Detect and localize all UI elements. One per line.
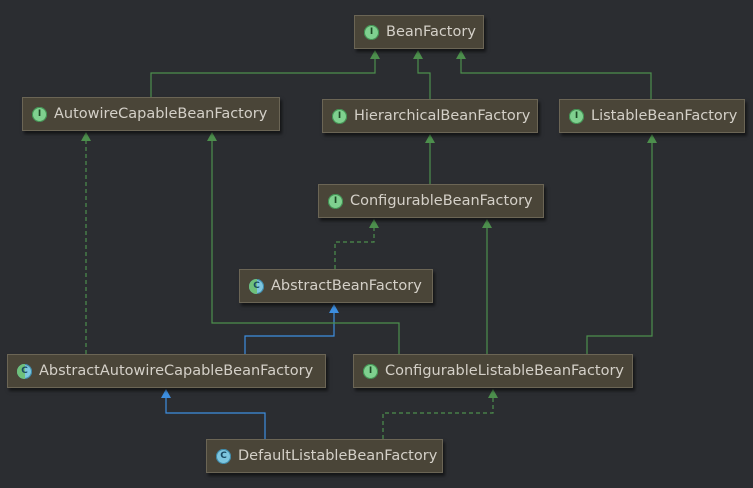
edge-line (165, 397, 266, 439)
abstract-class-icon: C (249, 278, 264, 294)
edge-line (586, 142, 653, 354)
interface-icon: I (569, 108, 584, 124)
arrowhead-icon (369, 219, 379, 228)
node-label: ConfigurableBeanFactory (350, 193, 533, 209)
edge-abstractautowire-to-autowire (81, 132, 91, 354)
arrowhead-icon (456, 50, 466, 59)
node-label: AbstractAutowireCapableBeanFactory (39, 363, 314, 379)
node-autowire-capable-bean-factory[interactable]: I AutowireCapableBeanFactory (22, 97, 280, 131)
node-label: ListableBeanFactory (591, 108, 738, 124)
arrowhead-icon (207, 132, 217, 141)
edge-configurable-to-hierarchical (425, 134, 435, 184)
arrowhead-icon (413, 50, 423, 59)
abstract-class-icon: C (17, 363, 32, 379)
arrowhead-icon (161, 389, 171, 398)
node-label: DefaultListableBeanFactory (238, 448, 438, 464)
edge-line (244, 312, 335, 354)
edge-line (150, 58, 376, 97)
node-label: AbstractBeanFactory (271, 278, 422, 294)
edge-line (460, 58, 652, 99)
node-configurable-bean-factory[interactable]: I ConfigurableBeanFactory (318, 184, 544, 218)
arrowhead-icon (370, 50, 380, 59)
edge-line (417, 58, 431, 99)
arrowhead-icon (329, 304, 339, 313)
edge-line (334, 227, 375, 269)
class-icon: C (216, 448, 231, 464)
edge-listable-to-beanfactory (456, 50, 652, 99)
arrowhead-icon (647, 134, 657, 143)
edge-line (211, 140, 400, 354)
edge-autowire-to-beanfactory (150, 50, 380, 97)
arrowhead-icon (482, 219, 492, 228)
node-abstract-bean-factory[interactable]: C AbstractBeanFactory (239, 269, 433, 303)
node-label: ConfigurableListableBeanFactory (385, 363, 625, 379)
edge-configlistable-to-autowire (207, 132, 400, 354)
edge-default-to-configlistable (382, 389, 498, 439)
edge-abstractautowire-to-abstractbf (244, 304, 339, 354)
arrowhead-icon (488, 389, 498, 398)
edge-configlistable-to-listable (586, 134, 657, 354)
interface-icon: I (364, 24, 379, 40)
node-bean-factory[interactable]: I BeanFactory (354, 15, 484, 49)
node-default-listable-bean-factory[interactable]: C DefaultListableBeanFactory (206, 439, 443, 473)
edge-abstractbf-to-configurable (334, 219, 379, 269)
node-label: HierarchicalBeanFactory (354, 108, 531, 124)
interface-icon: I (363, 363, 378, 379)
edge-line (382, 397, 494, 439)
node-label: BeanFactory (386, 24, 476, 40)
edge-configlistable-to-configurable (482, 219, 492, 354)
node-listable-bean-factory[interactable]: I ListableBeanFactory (559, 99, 745, 133)
interface-icon: I (328, 193, 343, 209)
node-hierarchical-bean-factory[interactable]: I HierarchicalBeanFactory (322, 99, 538, 133)
interface-icon: I (332, 108, 347, 124)
arrowhead-icon (425, 134, 435, 143)
node-label: AutowireCapableBeanFactory (54, 106, 268, 122)
arrowhead-icon (81, 132, 91, 141)
edge-default-to-abstractautowire (161, 389, 266, 439)
node-configurable-listable-bean-factory[interactable]: I ConfigurableListableBeanFactory (353, 354, 633, 388)
edge-hierarchical-to-beanfactory (413, 50, 431, 99)
node-abstract-autowire-capable-bean-factory[interactable]: C AbstractAutowireCapableBeanFactory (7, 354, 326, 388)
interface-icon: I (32, 106, 47, 122)
